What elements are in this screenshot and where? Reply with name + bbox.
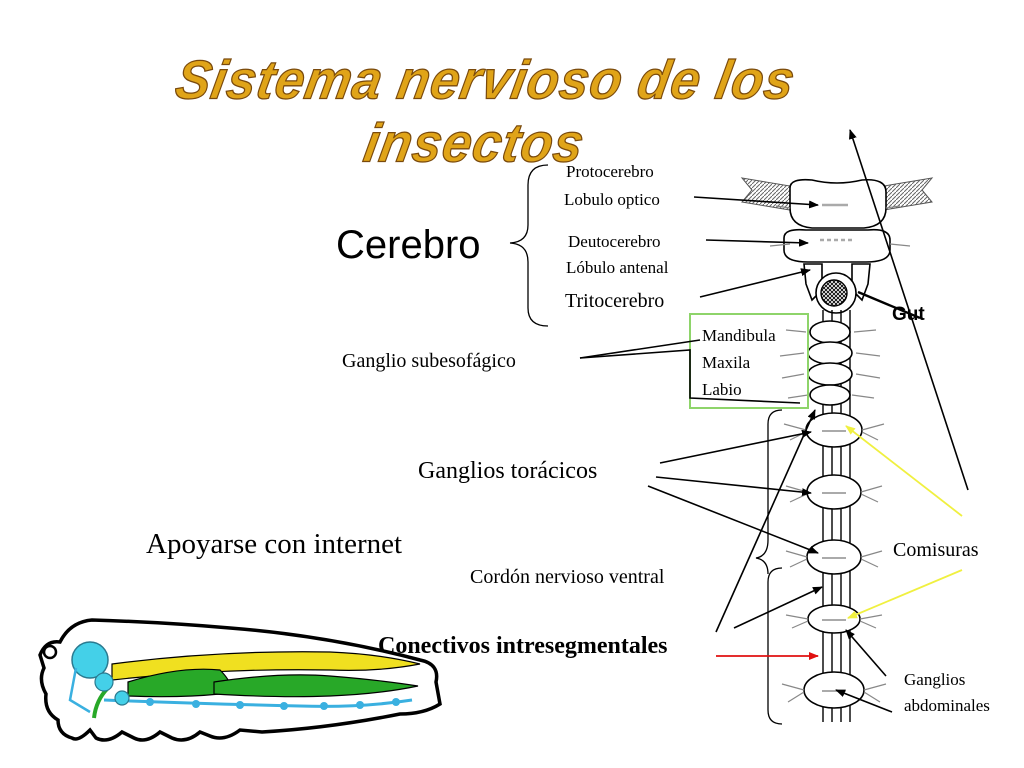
label-gut: Gut — [892, 304, 925, 325]
label-lobulo-antenal: Lóbulo antenal — [566, 258, 669, 277]
label-lobulo-optico: Lobulo optico — [564, 190, 660, 209]
label-cordon-nervioso: Cordón nervioso ventral — [470, 566, 665, 588]
label-labio: Labio — [702, 380, 742, 399]
larva-illustration — [38, 618, 442, 742]
label-mandibula: Mandibula — [702, 326, 776, 345]
label-tritocerebro: Tritocerebro — [565, 290, 665, 312]
label-ganglios: Ganglios — [904, 670, 966, 689]
label-maxila: Maxila — [702, 353, 751, 372]
brackets — [509, 164, 783, 725]
label-deutocerebro: Deutocerebro — [568, 232, 661, 251]
label-apoyarse: Apoyarse con internet — [146, 528, 403, 560]
pointer-arrows — [579, 129, 969, 713]
comisura-arrow-upper — [845, 425, 963, 517]
label-protocerebro: Protocerebro — [566, 162, 654, 181]
nerve-cord-illustration — [740, 177, 934, 722]
thoracic-bracket — [755, 409, 783, 575]
label-conectivos: Conectivos intresegmentales — [378, 633, 668, 659]
ventral-cord-bracket — [767, 567, 783, 725]
label-cerebro: Cerebro — [336, 223, 481, 267]
label-ganglios-toracicos: Ganglios torácicos — [418, 458, 598, 484]
label-ganglio-subesofagico: Ganglio subesofágico — [342, 350, 516, 372]
comisura-arrow-lower — [847, 569, 963, 619]
page-title: Sistema nervioso de los insectos — [170, 49, 801, 174]
label-comisuras: Comisuras — [893, 539, 979, 561]
cerebro-brace — [509, 164, 549, 327]
label-abdominales: abdominales — [904, 696, 990, 715]
